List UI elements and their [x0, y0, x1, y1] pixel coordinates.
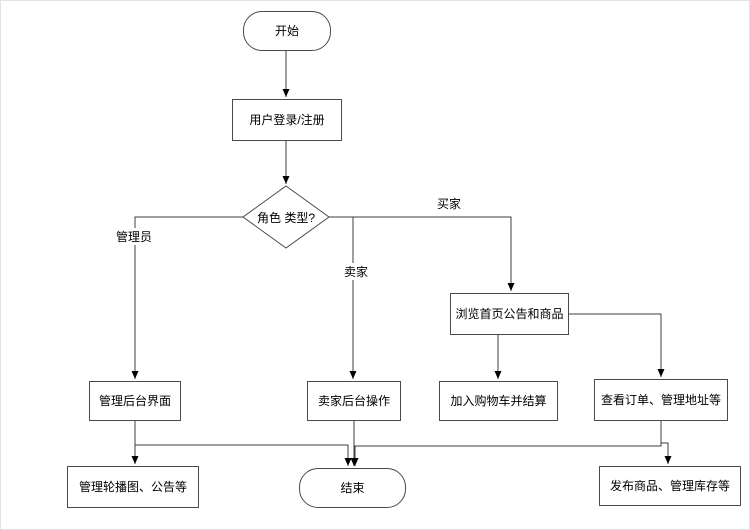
node-login-label: 用户登录/注册 [249, 112, 325, 127]
node-admin-ui[interactable]: 管理后台界面 [89, 381, 181, 421]
role-decision-shape[interactable] [242, 185, 330, 249]
edge-label-seller: 卖家 [343, 263, 370, 280]
edge-browse-orders [569, 313, 665, 377]
node-admin-ui-label: 管理后台界面 [98, 393, 171, 408]
node-publish[interactable]: 发布商品、管理库存等 [599, 466, 741, 506]
edge-label-admin: 管理员 [115, 228, 154, 245]
node-end[interactable]: 结束 [299, 468, 406, 508]
node-start[interactable]: 开始 [243, 11, 331, 51]
node-end-label: 结束 [340, 480, 365, 495]
node-orders[interactable]: 查看订单、管理地址等 [594, 379, 728, 421]
edge-role-admin-ui [131, 216, 243, 379]
node-seller-ops-label: 卖家后台操作 [317, 393, 390, 408]
edge-role-browse [329, 216, 515, 291]
edge-admin-ui-end [135, 444, 352, 466]
node-seller-ops[interactable]: 卖家后台操作 [307, 381, 401, 421]
node-role-label: 角色 类型? [256, 210, 315, 225]
node-login[interactable]: 用户登录/注册 [232, 99, 342, 141]
edge-label-buyer: 买家 [436, 195, 463, 212]
node-orders-label: 查看订单、管理地址等 [600, 392, 721, 407]
node-start-label: 开始 [274, 23, 299, 38]
node-cart[interactable]: 加入购物车并结算 [439, 381, 558, 421]
node-manage-banner-label: 管理轮播图、公告等 [78, 479, 187, 494]
node-publish-label: 发布商品、管理库存等 [609, 478, 730, 493]
node-cart-label: 加入购物车并结算 [450, 393, 547, 408]
node-browse-label: 浏览首页公告和商品 [455, 306, 564, 321]
node-browse[interactable]: 浏览首页公告和商品 [450, 293, 569, 335]
node-role-decision[interactable]: 角色 类型? [246, 207, 326, 227]
edge-orders-end [351, 421, 662, 466]
edge-orders-publish [661, 442, 672, 464]
node-manage-banner[interactable]: 管理轮播图、公告等 [67, 466, 199, 508]
